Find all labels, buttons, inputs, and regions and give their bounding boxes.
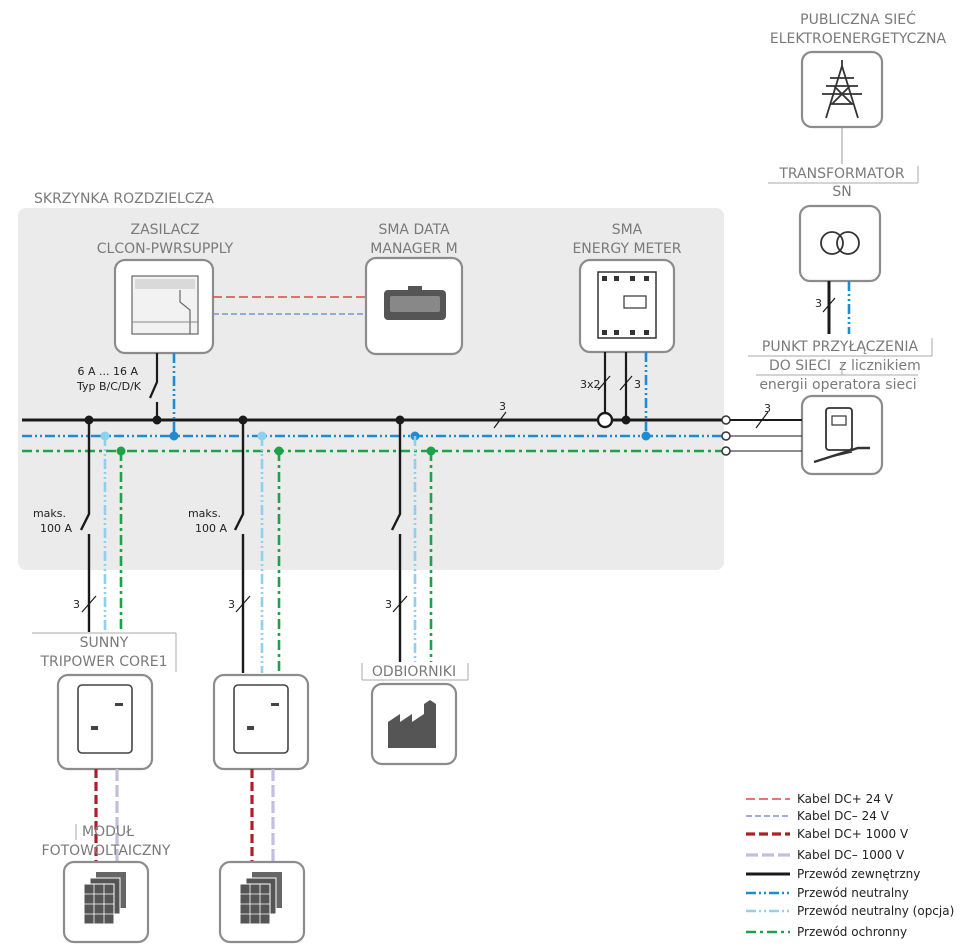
pv-module-2-box bbox=[218, 860, 306, 944]
transformer-label-line2: SN bbox=[832, 184, 851, 200]
pv-module-label-line1: MODUŁ bbox=[82, 824, 134, 840]
pv-module-label-line2: FOTOWOLTAICZNY bbox=[42, 843, 171, 859]
feeder-3-wire-count: 3 bbox=[385, 598, 392, 611]
data-manager-label-line2: MANAGER M bbox=[370, 241, 457, 257]
inverter-icon bbox=[77, 684, 133, 754]
power-supply-icon bbox=[131, 275, 199, 335]
feeder-1-wire-count: 3 bbox=[73, 598, 80, 611]
transformer-wire-count: 3 bbox=[815, 297, 822, 310]
power-supply-box bbox=[113, 258, 215, 355]
connection-point-label-line4: energii operatora sieci bbox=[759, 377, 916, 393]
solar-panel-icon bbox=[83, 872, 126, 925]
inverter-2-box bbox=[212, 673, 310, 771]
transmission-tower-icon bbox=[822, 60, 862, 119]
legend-neutral-optional: Przewód neutralny (opcja) bbox=[797, 904, 954, 918]
feeder-2-wire-count: 3 bbox=[228, 598, 235, 611]
inverter-1-box bbox=[56, 673, 154, 771]
connection-point-label-line2: DO SIECI bbox=[769, 358, 831, 374]
breaker-2-label-line2: 100 A bbox=[195, 522, 227, 535]
transformer-icon bbox=[820, 231, 860, 255]
legend-dc-plus-1000: Kabel DC+ 1000 V bbox=[797, 827, 909, 841]
breaker-1-label-line1: maks. bbox=[33, 507, 66, 520]
consumers-box bbox=[370, 682, 458, 766]
legend-neutral-conductor: Przewód neutralny bbox=[797, 886, 909, 900]
inverter-label-line1: SUNNY bbox=[80, 635, 129, 651]
breaker-rating-line1: 6 A ... 16 A bbox=[77, 365, 138, 378]
transformer-label-line1: TRANSFORMATOR bbox=[778, 166, 905, 182]
distribution-box-label: SKRZYNKA ROZDZIELCZA bbox=[34, 191, 214, 207]
inverter-label-line2: TRIPOWER CORE1 bbox=[39, 654, 167, 670]
energy-meter-box bbox=[578, 258, 676, 354]
pv-module-1-box bbox=[62, 860, 150, 944]
legend-dc-plus-24: Kabel DC+ 24 V bbox=[797, 792, 894, 806]
breaker-2-label-line1: maks. bbox=[188, 507, 221, 520]
legend-dc-minus-24: Kabel DC– 24 V bbox=[797, 809, 890, 823]
legend-protective-conductor: Przewód ochronny bbox=[797, 925, 907, 939]
energy-meter-wire-count-3x2: 3x2 bbox=[580, 378, 601, 391]
terminal-points bbox=[721, 415, 731, 456]
energy-meter-label-line1: SMA bbox=[612, 222, 643, 238]
transformer-box bbox=[798, 204, 882, 283]
legend-dc-minus-1000: Kabel DC– 1000 V bbox=[797, 848, 905, 862]
connection-point-label-line3: z licznikiem bbox=[839, 358, 921, 374]
grid-label-line2: ELEKTROENERGETYCZNA bbox=[770, 31, 947, 47]
data-manager-box bbox=[364, 256, 464, 356]
inverter-icon bbox=[233, 684, 289, 754]
solar-panel-icon bbox=[239, 872, 282, 925]
grid-label-line1: PUBLICZNA SIEĆ bbox=[800, 10, 916, 28]
utility-meter-icon bbox=[813, 407, 870, 464]
current-transformer bbox=[596, 411, 614, 429]
energy-meter-label-line2: ENERGY METER bbox=[572, 241, 681, 257]
energy-meter-wire-count-3: 3 bbox=[634, 378, 641, 391]
legend: Kabel DC+ 24 V Kabel DC– 24 V Kabel DC+ … bbox=[746, 792, 954, 939]
meter-wire-count: 3 bbox=[764, 402, 771, 415]
data-manager-label-line1: SMA DATA bbox=[378, 222, 449, 238]
legend-line-conductor: Przewód zewnętrzny bbox=[797, 867, 920, 881]
grid-meter-box bbox=[800, 394, 884, 476]
energy-meter-icon bbox=[597, 271, 657, 339]
consumers-label: ODBIORNIKI bbox=[372, 664, 456, 680]
grid-box bbox=[800, 50, 884, 129]
breaker-rating-line2: Typ B/C/D/K bbox=[76, 380, 142, 393]
power-supply-label-line1: ZASILACZ bbox=[130, 222, 199, 238]
power-supply-label-line2: CLCON-PWRSUPPLY bbox=[97, 241, 234, 257]
factory-icon bbox=[388, 700, 436, 748]
breaker-1-label-line2: 100 A bbox=[40, 522, 72, 535]
connection-point-label-line1: PUNKT PRZYŁĄCZENIA bbox=[762, 339, 919, 355]
bus-wire-count: 3 bbox=[499, 400, 506, 413]
data-manager-icon bbox=[384, 286, 446, 320]
